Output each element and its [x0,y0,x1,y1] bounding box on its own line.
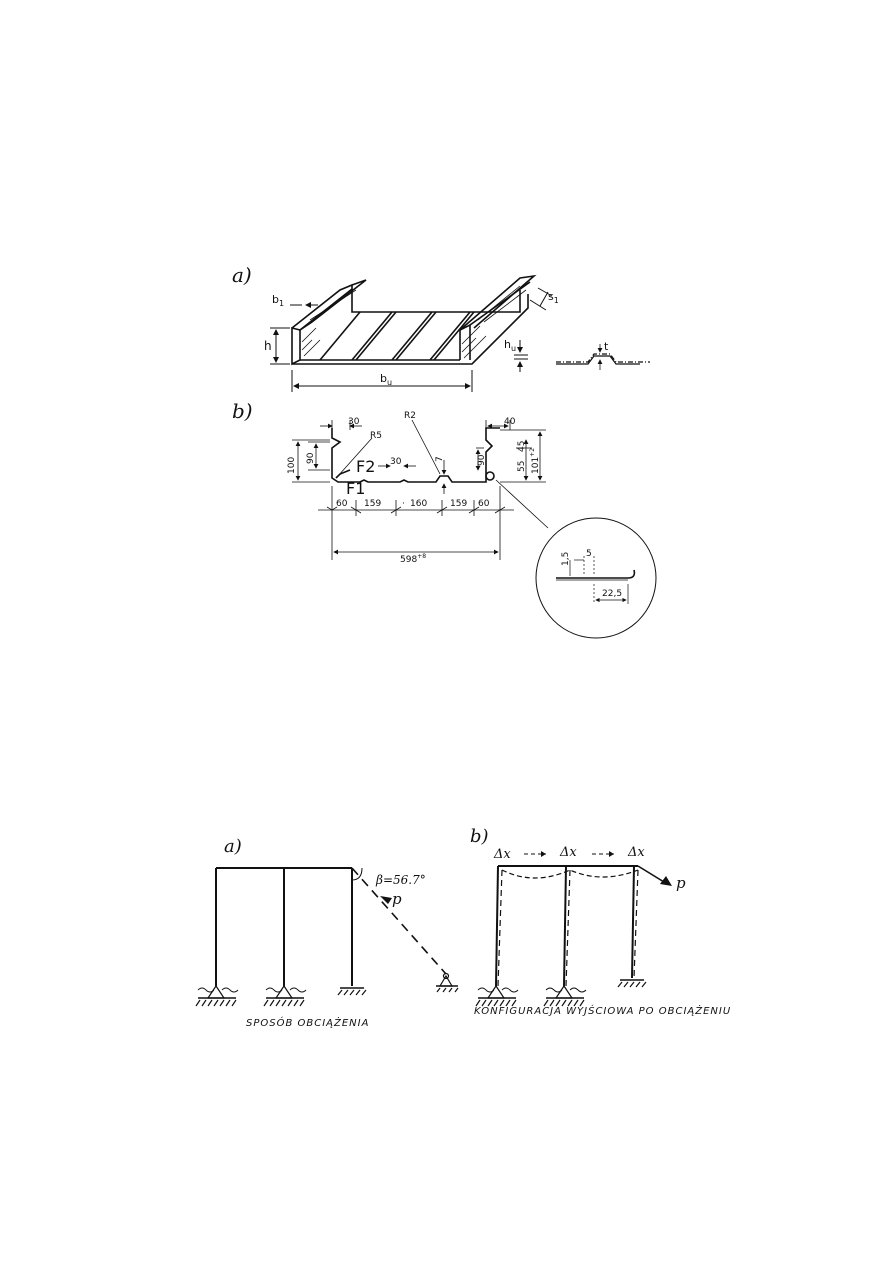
dim-top-right-40: 40 [504,417,516,427]
dim-mid-7: 7 [435,456,445,462]
tray-dimensions [270,287,553,392]
caption-b: KONFIGURACJA WYJŚCIOWA PO OBCIĄŻENIU [474,1004,731,1017]
dim-h: h [264,339,272,353]
dim-bottom-159b: 159 [450,499,467,509]
top-panel-a-label: a) [232,263,252,287]
tray-3d-drawing [291,274,537,366]
stiffener-detail [556,344,650,370]
dx-label-1: Δx [493,847,511,862]
dim-right-90: 90 [477,454,487,466]
frame-b [495,865,665,987]
dim-left-100: 100 [287,457,297,474]
p-label-b: p [676,874,686,892]
dim-bottom-60a: 60 [336,499,348,509]
frame-b-supports [475,979,647,1007]
dim-bu: bu [380,372,392,387]
dim-mid-30: 30 [390,457,402,467]
dim-right-45: 45 [517,441,527,452]
detail-dim-22-5: 22,5 [602,589,622,599]
dim-right-101: 101+2 [529,448,541,474]
frame-a-supports [195,972,459,1007]
dim-top-left-30: 30 [348,417,360,427]
dim-left-90: 90 [306,452,316,464]
frame-a-load-arrow [380,896,392,904]
dx-label-2: Δx [559,845,577,860]
dim-t: t [604,340,609,353]
p-label-a: p [392,890,402,908]
label-F2: F2 [356,457,375,476]
frame-a [215,867,447,986]
bottom-panel-b-label: b) [470,826,489,847]
profile-dimension-lines [292,419,549,560]
dim-R2: R2 [404,411,416,421]
dim-right-55: 55 [517,461,527,472]
label-F1: F1 [346,479,365,498]
dim-bottom-dot: · [402,499,405,509]
dim-bottom-160: 160 [410,499,427,509]
top-panel-b-label: b) [232,399,253,423]
dim-R5: R5 [370,431,382,441]
dim-hu: hu [504,338,516,353]
dim-s1: s1 [548,290,559,305]
dim-bottom-159a: 159 [364,499,381,509]
detail-dim-1-5: 1,5 [561,552,571,566]
caption-a: SPOSÓB OBCIĄŻENIA [246,1016,369,1029]
dx-label-3: Δx [627,845,645,860]
dim-bottom-60b: 60 [478,499,490,509]
frame-b-load-arrow [660,876,672,886]
bottom-panel-a-label: a) [224,836,242,857]
detail-dim-5: 5 [586,549,592,559]
dim-overall-598: 598+8 [400,553,426,565]
beta-label: β=56.7° [375,873,426,887]
dim-b1: b1 [272,293,284,308]
detail-circle [535,517,657,639]
